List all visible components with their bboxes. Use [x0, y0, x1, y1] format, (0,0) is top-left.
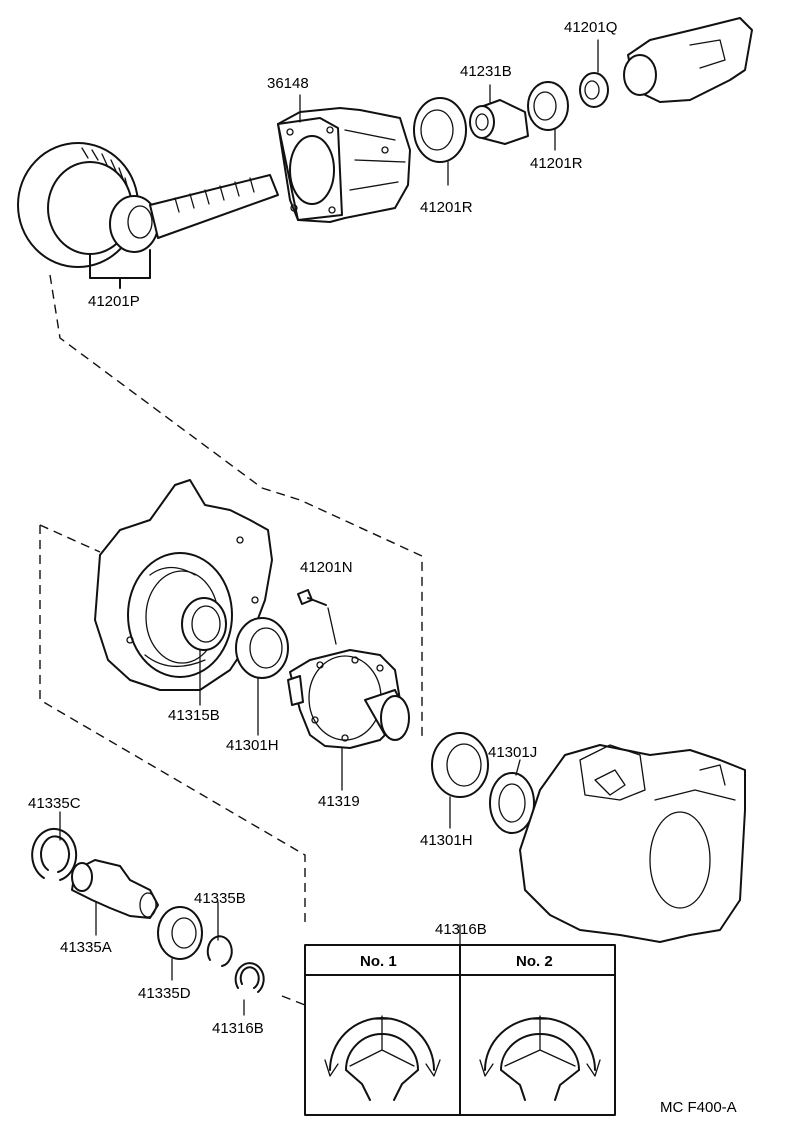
companion-yoke — [623, 17, 753, 103]
label-41319: 41319 — [318, 793, 360, 810]
label-41315B: 41315B — [168, 707, 220, 724]
ring-gear-pinion-set — [17, 142, 279, 289]
label-41201Q: 41201Q — [564, 19, 617, 36]
bearing-41201R-large — [413, 97, 467, 186]
label-41335A: 41335A — [60, 939, 112, 956]
label-41316B-table: 41316B — [435, 921, 487, 938]
label-41201P: 41201P — [88, 293, 140, 310]
transfer-case-housing — [94, 479, 273, 691]
label-41201R-lower: 41201R — [420, 199, 473, 216]
label-41335D: 41335D — [138, 985, 191, 1002]
table-header-no2: No. 2 — [516, 953, 553, 970]
differential-case-41319 — [287, 649, 410, 791]
label-41201R-upper: 41201R — [530, 155, 583, 172]
bearing-41301H-left — [235, 617, 289, 736]
extension-housing — [277, 94, 411, 223]
ring-selection-table — [304, 924, 616, 1116]
label-41301J: 41301J — [488, 744, 537, 761]
bearing-41335D — [157, 906, 203, 981]
ring-no1-drawing — [324, 1015, 441, 1101]
bearing-41201R-small — [527, 81, 569, 151]
label-41335C: 41335C — [28, 795, 81, 812]
snap-ring-41335C — [31, 811, 78, 881]
snap-ring-41335B — [206, 901, 233, 967]
shim-41301J — [489, 759, 535, 834]
label-41316B-ring: 41316B — [212, 1020, 264, 1037]
figure-code: MC F400-A — [660, 1099, 737, 1116]
label-41231B: 41231B — [460, 63, 512, 80]
seal-41201Q — [579, 39, 609, 108]
snap-ring-41316B — [234, 962, 265, 1016]
bearing-41301H-right — [431, 732, 489, 829]
label-41201N: 41201N — [300, 559, 353, 576]
bolt-41201N — [297, 589, 337, 645]
label-41301H-right: 41301H — [420, 832, 473, 849]
transmission-case — [519, 744, 746, 943]
shaft-41335A — [71, 859, 159, 936]
dashed-assembly-outline — [39, 274, 423, 1006]
spacer-41231B — [469, 84, 529, 145]
table-header-no1: No. 1 — [360, 953, 397, 970]
sleeve-41315B — [181, 597, 227, 706]
ring-no2-drawing — [479, 1015, 601, 1101]
label-41335B: 41335B — [194, 890, 246, 907]
label-41301H-left: 41301H — [226, 737, 279, 754]
label-36148: 36148 — [267, 75, 309, 92]
